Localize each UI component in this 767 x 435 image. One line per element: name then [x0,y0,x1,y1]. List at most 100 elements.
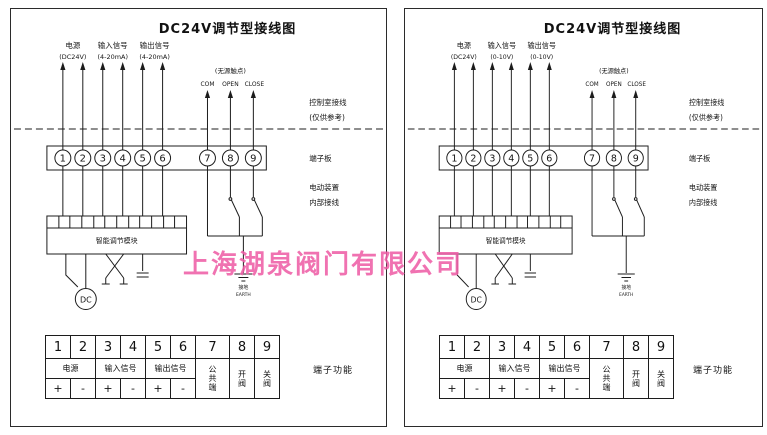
terminal-3: 3 [484,149,501,167]
device-annotation-2: 内部接线 [309,197,339,207]
internal-wires [62,166,164,216]
contact-wires [204,90,256,150]
terminal-5: 5 [134,149,152,167]
table-number-cell: 2 [464,335,490,359]
smart-module: 智能调节模块 [438,215,573,255]
terminal-board-annotation: 端子板 [309,153,332,163]
terminal-1: 1 [54,149,72,167]
terminal-number: 6 [546,153,552,164]
table-group-output: 输出信号 [145,358,196,379]
open-label: OPEN [606,82,622,88]
watermark: 上海湖泉阀门有限公司 [183,250,464,280]
terminal-function-table: 1 2 3 4 5 6 7 8 9 电源 输入信号 输出信号 公共端 开阀 关阀… [439,335,674,399]
device-annotation-1: 电动装置 [689,183,717,192]
earth-symbol: 接地 EARTH [234,236,253,298]
table-close-valve-cell: 关阀 [254,358,280,399]
table-sign-cell: + [439,378,465,399]
terminal-6: 6 [154,149,172,167]
dc-label: DC [80,295,92,304]
table-sign-cell: - [514,378,540,399]
control-room-wires [451,62,552,150]
reference-annotation: (仅供参考) [689,113,723,122]
terminal-board-annotation: 端子板 [689,154,711,163]
control-room-wires [60,62,166,150]
terminal-number: 3 [100,153,106,164]
table-number-cell: 3 [95,335,121,359]
terminal-number: 7 [204,153,210,164]
table-group-power: 电源 [439,358,490,379]
terminal-8: 8 [221,149,239,167]
table-group-input: 输入信号 [489,358,540,379]
close-label: CLOSE [245,81,265,88]
terminal-2: 2 [465,149,482,167]
terminal-number: 8 [611,153,617,164]
table-number-cell: 3 [489,335,515,359]
terminal-function-table: 1 2 3 4 5 6 7 8 9 电源 输入信号 输出信号 公共端 开阀 关阀… [45,335,280,399]
input-label: 输入信号 [98,40,128,50]
close-label: CLOSE [627,82,646,88]
terminal-number: 9 [250,153,256,164]
table-number-cell: 4 [120,335,146,359]
power-sub-label: (DC24V) [59,53,86,61]
table-number-cell: 9 [254,335,280,359]
power-sub-label: (DC24V) [451,54,477,61]
output-sub-label: (4-20mA) [139,53,169,61]
earth-symbol: 接地 EARTH [617,236,635,298]
terminal-board: 1 2 3 4 5 6 7 8 9 [46,145,267,171]
table-sign-cell: + [489,378,515,399]
terminal-7: 7 [583,149,601,167]
table-sign-cell: + [45,378,71,399]
table-number-cell: 1 [439,335,465,359]
earth-label-en: EARTH [619,292,633,298]
wiring-diagram: 电源 (DC24V) 输入信号 (0-10V) 输出信号 (0-10V) (无源… [407,41,760,310]
terminal-number: 5 [527,153,533,164]
terminal-9: 9 [627,149,644,167]
wiring-diagram: 电源 (DC24V) 输入信号 (4-20mA) 输出信号 (4-20mA) (… [13,40,384,310]
terminal-number: 4 [508,153,514,164]
contact-labels: COM OPEN CLOSE [200,81,264,88]
earth-label-en: EARTH [236,292,251,298]
input-label: 输入信号 [488,41,516,50]
dc-supply-wiring: DC [456,253,537,310]
terminal-number: 8 [227,153,233,164]
terminal-6: 6 [541,149,558,167]
module-terminal-strip [58,216,176,228]
smart-module: 智能调节模块 [46,215,188,255]
terminal-5: 5 [522,149,539,167]
diagram-title: DC24V调节型接线图 [543,22,682,37]
table-group-power: 电源 [45,358,96,379]
table-number-cell: 6 [170,335,196,359]
terminal-number: 7 [589,153,595,164]
output-label: 输出信号 [528,41,556,50]
table-open-valve-cell: 开阀 [623,358,649,399]
side-annotations: 控制室接线 (仅供参考) 端子板 电动装置 内部接线 [309,97,347,207]
limit-switches [206,166,263,237]
terminal-function-annotation: 端子功能 [313,366,354,376]
contact-wires [589,90,639,150]
table-open-valve-cell: 开阀 [229,358,255,399]
terminal-7: 7 [198,149,216,167]
table-number-cell: 8 [623,335,649,359]
device-annotation-2: 内部接线 [689,198,718,207]
dc-label: DC [471,295,483,304]
table-number-cell: 5 [145,335,171,359]
table-number-cell: 6 [564,335,590,359]
terminal-1: 1 [446,149,463,167]
control-room-annotation: 控制室接线 [309,97,347,107]
terminal-number: 4 [120,153,126,164]
module-label: 智能调节模块 [96,236,138,245]
terminal-4: 4 [503,149,520,167]
terminal-9: 9 [244,149,262,167]
table-group-output: 输出信号 [539,358,590,379]
table-close-valve-cell: 关阀 [648,358,674,399]
open-label: OPEN [222,81,239,88]
table-number-cell: 9 [648,335,674,359]
terminal-number: 2 [470,153,476,164]
left-diagram-panel: DC24V调节型接线图 电源 (DC24V) 输入信号 (4-20mA) 输出信… [10,8,387,427]
reference-annotation: (仅供参考) [309,112,345,122]
diagram-title: DC24V调节型接线图 [158,22,297,37]
power-label: 电源 [65,40,80,50]
earth-label-cn: 接地 [238,284,248,291]
table-sign-cell: - [464,378,490,399]
